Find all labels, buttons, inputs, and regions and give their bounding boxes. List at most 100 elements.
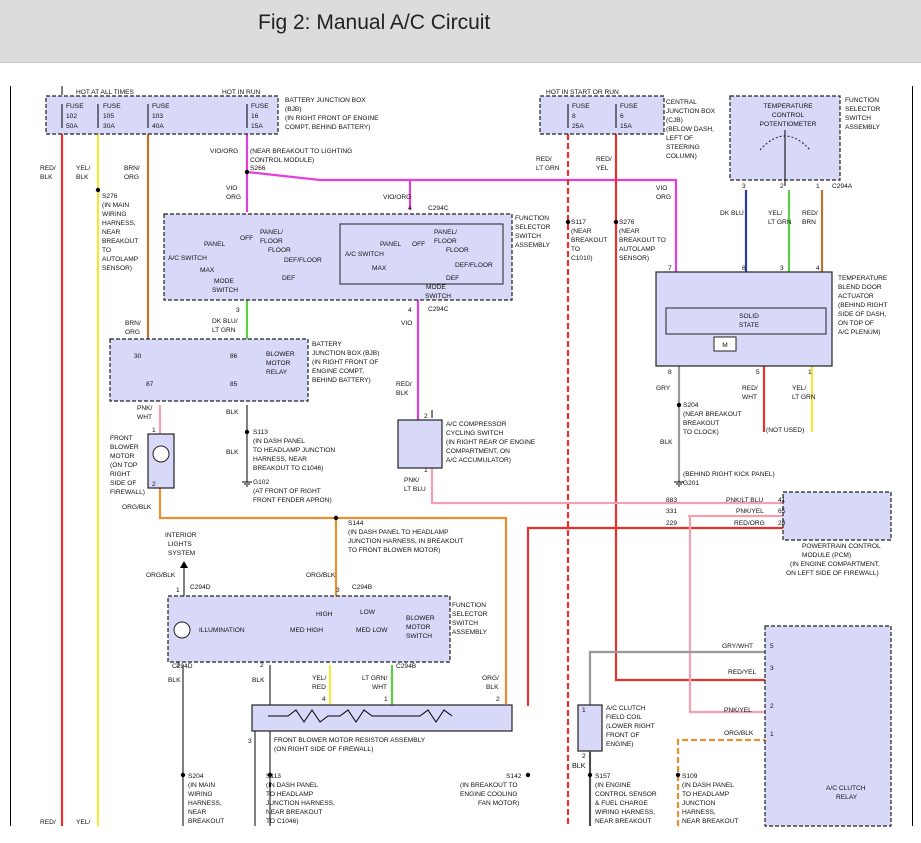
label-fsa3: SWITCH xyxy=(845,115,871,122)
label-s204a: (NEAR BREAKOUT xyxy=(683,411,742,418)
label-blk: BLK xyxy=(226,449,239,456)
label-s113b_b: TO HEADLAMP xyxy=(266,791,314,798)
label-fuse105_num: 105 xyxy=(103,113,114,120)
label-cjb5: LEFT OF xyxy=(666,135,693,142)
ac-clutch-field-coil xyxy=(577,704,603,752)
label-accfc4: FRONT OF xyxy=(606,732,640,739)
label-yel: YEL/ xyxy=(76,165,90,172)
splice-dot xyxy=(244,169,250,175)
label-s276r4: SENSOR) xyxy=(619,255,649,262)
label-s144b: JUNCTION HARNESS, IN BREAKOUT xyxy=(348,538,463,545)
label-tbd4: (BEHIND RIGHT xyxy=(838,302,887,309)
label-n3: 3 xyxy=(780,265,784,272)
label-n2: 2 xyxy=(770,703,774,710)
label-n3: 3 xyxy=(248,738,252,745)
label-fuse102_num: 102 xyxy=(66,113,77,120)
label-org_blk3: ORG/BLK xyxy=(724,730,754,737)
label-bjb1: BATTERY JUNCTION BOX xyxy=(285,97,366,104)
splice-dot xyxy=(565,219,571,225)
wire-org-blk xyxy=(158,488,508,704)
label-max: MAX xyxy=(372,265,387,272)
label-dkblu_ltgrn: DK BLU/ xyxy=(212,318,238,325)
label-red_blk2: RED/ xyxy=(396,381,412,388)
label-pnk_ltblu: PNK/ xyxy=(404,477,420,484)
label-vio: VIO xyxy=(226,185,237,192)
label-n1: 1 xyxy=(582,707,586,714)
label-s117a: (NEAR xyxy=(571,228,592,235)
label-wht: WHT xyxy=(372,684,387,691)
label-floor: FLOOR xyxy=(434,238,457,245)
illumination-lamp xyxy=(173,621,191,639)
label-fsa2: SELECTOR xyxy=(845,106,881,113)
label-s144c: TO FRONT BLOWER MOTOR) xyxy=(348,547,440,554)
label-fsa2: SELECTOR xyxy=(515,224,551,231)
label-yel_ltgrn2: YEL/ xyxy=(792,385,806,392)
label-not_used: (NOT USED) xyxy=(766,427,804,434)
label-ac_switch: A/C SWITCH xyxy=(345,251,384,258)
label-s204c: TO CLOCK) xyxy=(683,429,719,436)
label-c229: 229 xyxy=(666,520,677,527)
label-ltgrn: LT GRN xyxy=(768,219,792,226)
label-s113b_a: (IN DASH PANEL xyxy=(266,782,318,789)
label-brn: BRN/ xyxy=(124,165,140,172)
label-ltgrn: LT GRN xyxy=(212,327,236,334)
label-org_blk: ORG/BLK xyxy=(122,504,152,511)
label-fuse6_num: 6 xyxy=(620,113,624,120)
label-s276r3: AUTOLAMP xyxy=(619,246,656,253)
label-tbd3: ACTUATOR xyxy=(838,293,874,300)
label-accs5: A/C ACCUMULATOR) xyxy=(446,457,511,464)
label-tbd5: SIDE OF DASH, xyxy=(838,311,887,318)
label-s276r2: BREAKOUT TO xyxy=(619,237,666,244)
label-s109: S109 xyxy=(682,773,698,780)
label-g102: G102 xyxy=(253,479,269,486)
label-wht: WHT xyxy=(742,394,757,401)
label-pcm1: POWERTRAIN CONTROL xyxy=(802,543,881,550)
label-off: OFF xyxy=(240,235,253,242)
label-s276: S276 xyxy=(102,193,118,200)
solid-state-module xyxy=(665,307,827,335)
label-ltgrn: LT GRN xyxy=(536,165,560,172)
label-org_blk: ORG/BLK xyxy=(146,572,176,579)
wire-vio-org-right xyxy=(410,178,678,272)
wire-red-yel xyxy=(614,134,773,682)
splice-dot xyxy=(587,772,593,778)
label-vio: VIO xyxy=(401,320,412,327)
label-fuse: FUSE xyxy=(66,103,84,110)
label-vio: VIO xyxy=(656,185,667,192)
label-s109b: TO HEADLAMP xyxy=(682,791,730,798)
label-s276h: SENSOR) xyxy=(102,265,132,272)
label-bjb_relay1: BATTERY xyxy=(312,341,342,348)
label-def_floor: DEF/FLOOR xyxy=(455,262,493,269)
label-n4: 4 xyxy=(408,205,412,212)
label-ltgrn: LT GRN xyxy=(792,394,816,401)
label-brn_w: BRN xyxy=(802,219,816,226)
label-org_blk: ORG/BLK xyxy=(306,572,336,579)
label-n2: 2 xyxy=(260,662,264,669)
label-yel_w: YEL xyxy=(596,165,609,172)
label-s157b: CONTROL SENSOR xyxy=(595,791,657,798)
label-n2: 2 xyxy=(582,753,586,760)
label-def_floor: DEF/FLOOR xyxy=(284,257,322,264)
label-tbd7: A/C PLENUM) xyxy=(838,329,881,336)
label-n7: 7 xyxy=(668,265,672,272)
label-org: ORG xyxy=(125,329,140,336)
label-fsa3: SWITCH xyxy=(452,620,478,627)
label-pnk_yel2: PNK/YEL xyxy=(724,707,752,714)
label-fuse: FUSE xyxy=(620,103,638,110)
label-n1: 1 xyxy=(424,467,428,474)
label-c331: 331 xyxy=(666,508,677,515)
label-c294a: C294A xyxy=(832,183,853,190)
label-med_low: MED LOW xyxy=(356,627,388,634)
label-breakout_lcm1: (NEAR BREAKOUT TO LIGHTING xyxy=(250,148,352,155)
splice-dot xyxy=(95,187,101,193)
label-fuse6_amp: 15A xyxy=(620,123,632,130)
label-fbm4: (ON TOP xyxy=(110,462,138,469)
label-bms2: MOTOR xyxy=(406,624,431,631)
label-s113b2: S113 xyxy=(266,773,281,780)
label-cjb1: CENTRAL xyxy=(666,99,697,106)
label-red_ltgrn: RED/ xyxy=(536,156,552,163)
label-fbm2: BLOWER xyxy=(110,444,139,451)
label-s142c: FAN MOTOR) xyxy=(478,800,519,807)
splice-dot xyxy=(525,772,531,778)
label-motor: M xyxy=(722,342,728,349)
